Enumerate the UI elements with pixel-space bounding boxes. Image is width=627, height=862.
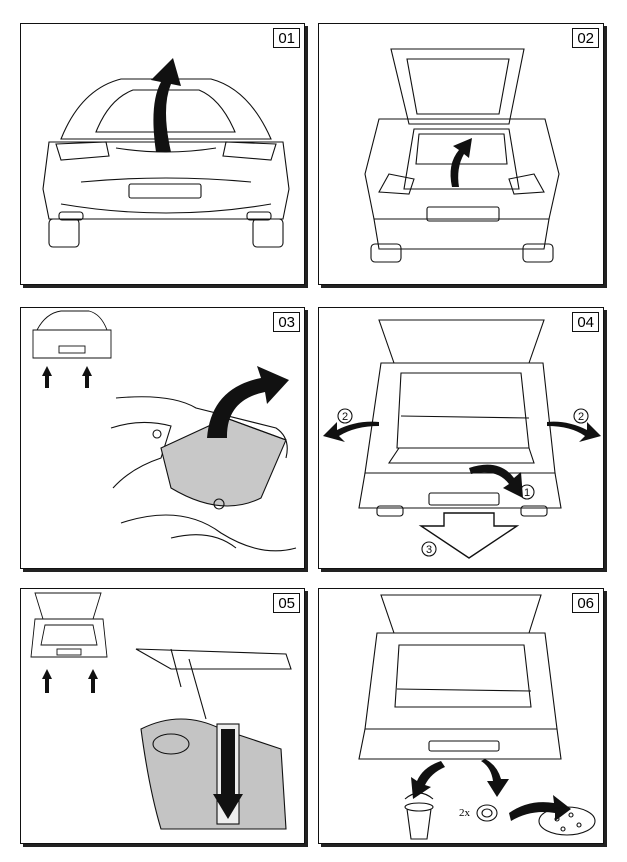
callout-2-right: 2 [578,411,584,423]
lift-arrow-icon [151,58,181,152]
step-panel-01: 01 [20,23,305,285]
up-arrow-icon [82,366,92,388]
callout-2-left: 2 [342,411,348,423]
trunk-bumper-disassembly-illustration: 1 2 2 3 [323,319,601,559]
step-number: 05 [273,593,300,613]
spare-wheel-tray-icon [538,806,596,836]
down-arrow-icon [481,759,509,797]
quantity-label: 2x [459,807,470,819]
up-arrow-icon [88,669,98,693]
nut-part-icon [476,804,498,822]
down-arrow-icon [213,729,243,819]
step-number: 02 [572,28,599,48]
remove-arrow-icon-left [323,421,379,442]
pull-down-arrow-icon [418,512,520,559]
step-panel-02: 02 [318,23,604,285]
up-arrow-icon [42,669,52,693]
callout-3: 3 [426,544,432,556]
step-number: 01 [273,28,300,48]
remove-arrow-icon-right [547,421,601,442]
rotate-arrow-icon [469,464,523,498]
rear-mount-detail-illustration [30,592,292,830]
down-arrow-icon [411,761,445,799]
step-panel-04: 04 1 2 2 3 [318,307,604,569]
car-rear-open-tailgate-illustration [364,48,560,263]
tow-bar-cover-removal-illustration [32,310,297,552]
right-arrow-icon [509,795,571,821]
step-panel-05: 05 [20,588,305,844]
lift-arrow-icon [450,138,472,187]
curved-arrow-icon [207,366,289,438]
trash-bin-icon [404,792,434,840]
car-rear-closed-illustration [42,58,290,248]
up-arrow-icon [42,366,52,388]
step-number: 03 [273,312,300,332]
callout-1: 1 [524,487,530,499]
car-rear-thumbnail [32,310,112,359]
step-number: 04 [572,312,599,332]
car-rear-open-thumbnail [30,592,108,658]
step-panel-03: 03 [20,307,305,569]
step-panel-06: 06 2x [318,588,604,844]
trunk-parts-removal-illustration [358,594,596,840]
step-number: 06 [572,593,599,613]
